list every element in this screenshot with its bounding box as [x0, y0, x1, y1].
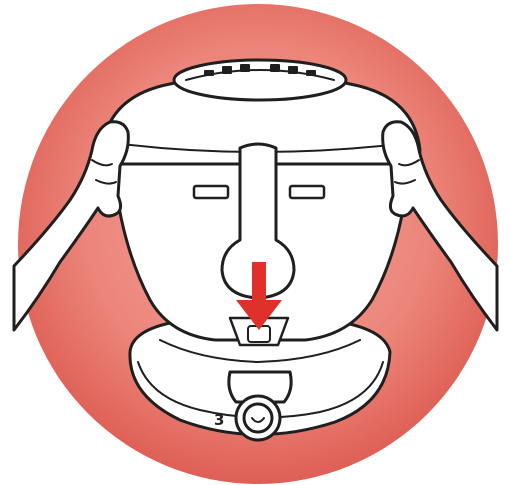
dial-knob [236, 396, 280, 440]
right-vent [290, 186, 324, 198]
left-vent [194, 186, 228, 198]
dial-number: 3 [214, 411, 224, 429]
